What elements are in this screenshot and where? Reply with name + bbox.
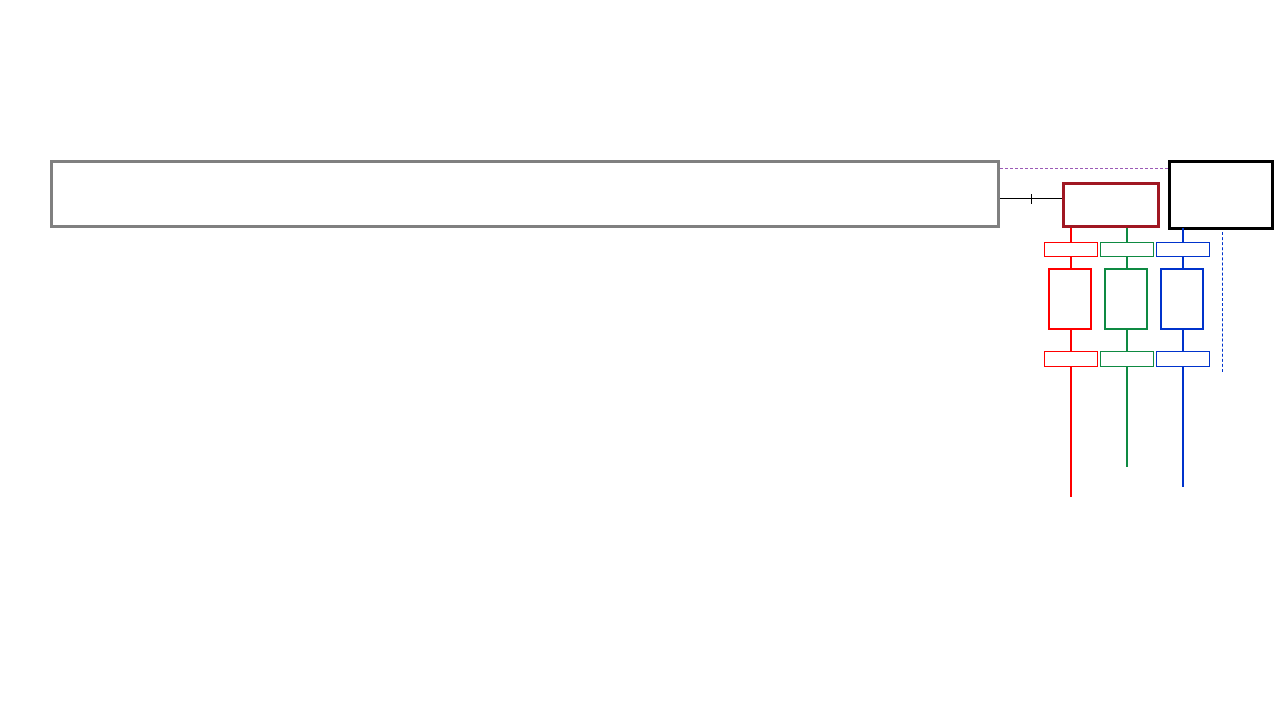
cnf-mgr-n-lower-chip — [1156, 351, 1210, 367]
vnf-mgr-1-trunk-lower — [1070, 367, 1072, 497]
cnf-mgr-2-or-vnfm-chip — [1100, 242, 1154, 257]
os-ma-label-box — [1002, 178, 1042, 194]
cnf-mgr-n-box[interactable] — [1160, 268, 1204, 330]
cnf-mgr-2-box[interactable] — [1104, 268, 1148, 330]
virtual-infra-mgmt-dashed — [1222, 232, 1223, 372]
cnf-mgr-n-or-vnfm-chip — [1156, 242, 1210, 257]
cnf-mgr-2-trunk-lower — [1126, 367, 1128, 467]
os-ma-tick — [1031, 192, 1033, 204]
vnf-mgr-1-vi-vnfm-chip — [1044, 351, 1098, 367]
vnf-mgr-1-box[interactable] — [1048, 268, 1092, 330]
orchestrator-n-box[interactable] — [1168, 160, 1274, 230]
vnf-mgr-1-or-vnfm-chip — [1044, 242, 1098, 257]
oss-bss-box — [50, 160, 1000, 228]
cnf-mgr-2-lower-chip — [1100, 351, 1154, 367]
orchestrator-1-box[interactable] — [1062, 182, 1160, 228]
cnf-mgr-n-trunk-lower — [1182, 367, 1184, 487]
admin-domain-top-dashed — [1000, 168, 1168, 169]
